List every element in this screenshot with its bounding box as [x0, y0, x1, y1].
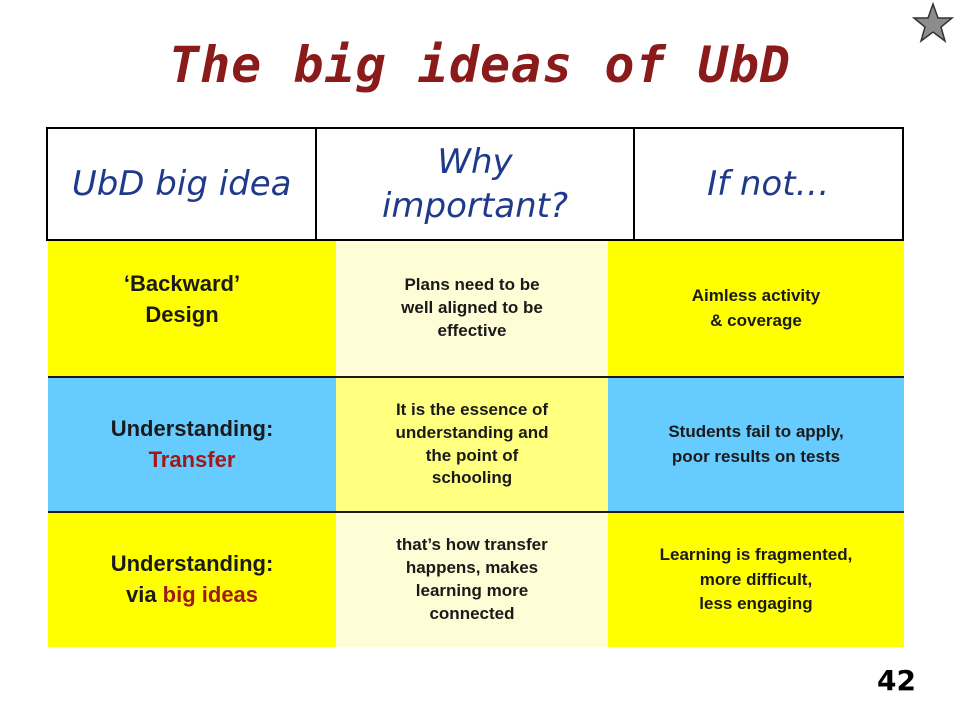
- idea-cell: Understanding: via big ideas: [48, 513, 336, 647]
- slide-title: The big ideas of UbD: [168, 36, 792, 94]
- ifnot-line: poor results on tests: [671, 446, 841, 466]
- star-icon[interactable]: [912, 2, 954, 44]
- header-if-not: If not…: [632, 129, 902, 239]
- table-row: ‘Backward’ Design Plans need to be well …: [48, 241, 904, 376]
- idea-line: Design: [145, 301, 219, 327]
- ifnot-cell: Aimless activity & coverage: [608, 241, 904, 376]
- why-cell: that’s how transfer happens, makes learn…: [336, 513, 608, 647]
- why-line: effective: [437, 320, 507, 340]
- ifnot-cell: Learning is fragmented, more difficult, …: [608, 513, 904, 647]
- ifnot-line: & coverage: [710, 310, 802, 330]
- why-line: the point of: [425, 445, 519, 465]
- idea-line: ‘Backward’: [123, 271, 241, 296]
- header-ubd-big-idea: UbD big idea: [71, 163, 292, 204]
- page-number: 42: [877, 664, 916, 697]
- ifnot-line: less engaging: [699, 594, 813, 614]
- ifnot-line: Aimless activity: [691, 285, 821, 305]
- why-line: Plans need to be: [404, 275, 540, 295]
- why-line: that’s how transfer: [396, 535, 548, 555]
- idea-cell: Understanding: Transfer: [48, 378, 336, 511]
- idea-cell: ‘Backward’ Design: [48, 241, 336, 376]
- why-line: schooling: [431, 468, 513, 488]
- idea-accent: big ideas: [162, 582, 259, 607]
- idea-prefix: via: [125, 582, 163, 607]
- ifnot-line: Students fail to apply,: [668, 421, 844, 441]
- why-cell: Plans need to be well aligned to be effe…: [336, 241, 608, 376]
- why-line: learning more: [415, 581, 529, 600]
- why-line: It is the essence of: [395, 399, 549, 419]
- table-row: Understanding: Transfer It is the essenc…: [48, 376, 904, 511]
- idea-line: via big ideas: [111, 580, 274, 611]
- table-row: Understanding: via big ideas that’s how …: [48, 511, 904, 647]
- ifnot-line: more difficult,: [699, 569, 813, 589]
- idea-line: Understanding:: [110, 551, 274, 577]
- idea-line: Understanding:: [110, 415, 274, 441]
- table-body: ‘Backward’ Design Plans need to be well …: [48, 241, 904, 647]
- idea-accent: Transfer: [148, 446, 236, 472]
- header-why-important: Why important?: [315, 129, 632, 239]
- ifnot-line: Learning is fragmented,: [659, 545, 853, 565]
- table-header: UbD big idea Why important? If not…: [46, 127, 904, 241]
- why-cell: It is the essence of understanding and t…: [336, 378, 608, 511]
- why-line: happens, makes: [405, 558, 539, 578]
- ifnot-cell: Students fail to apply, poor results on …: [608, 378, 904, 511]
- why-line: well aligned to be: [401, 298, 543, 318]
- why-line: understanding and: [395, 422, 549, 442]
- why-line: connected: [429, 603, 515, 623]
